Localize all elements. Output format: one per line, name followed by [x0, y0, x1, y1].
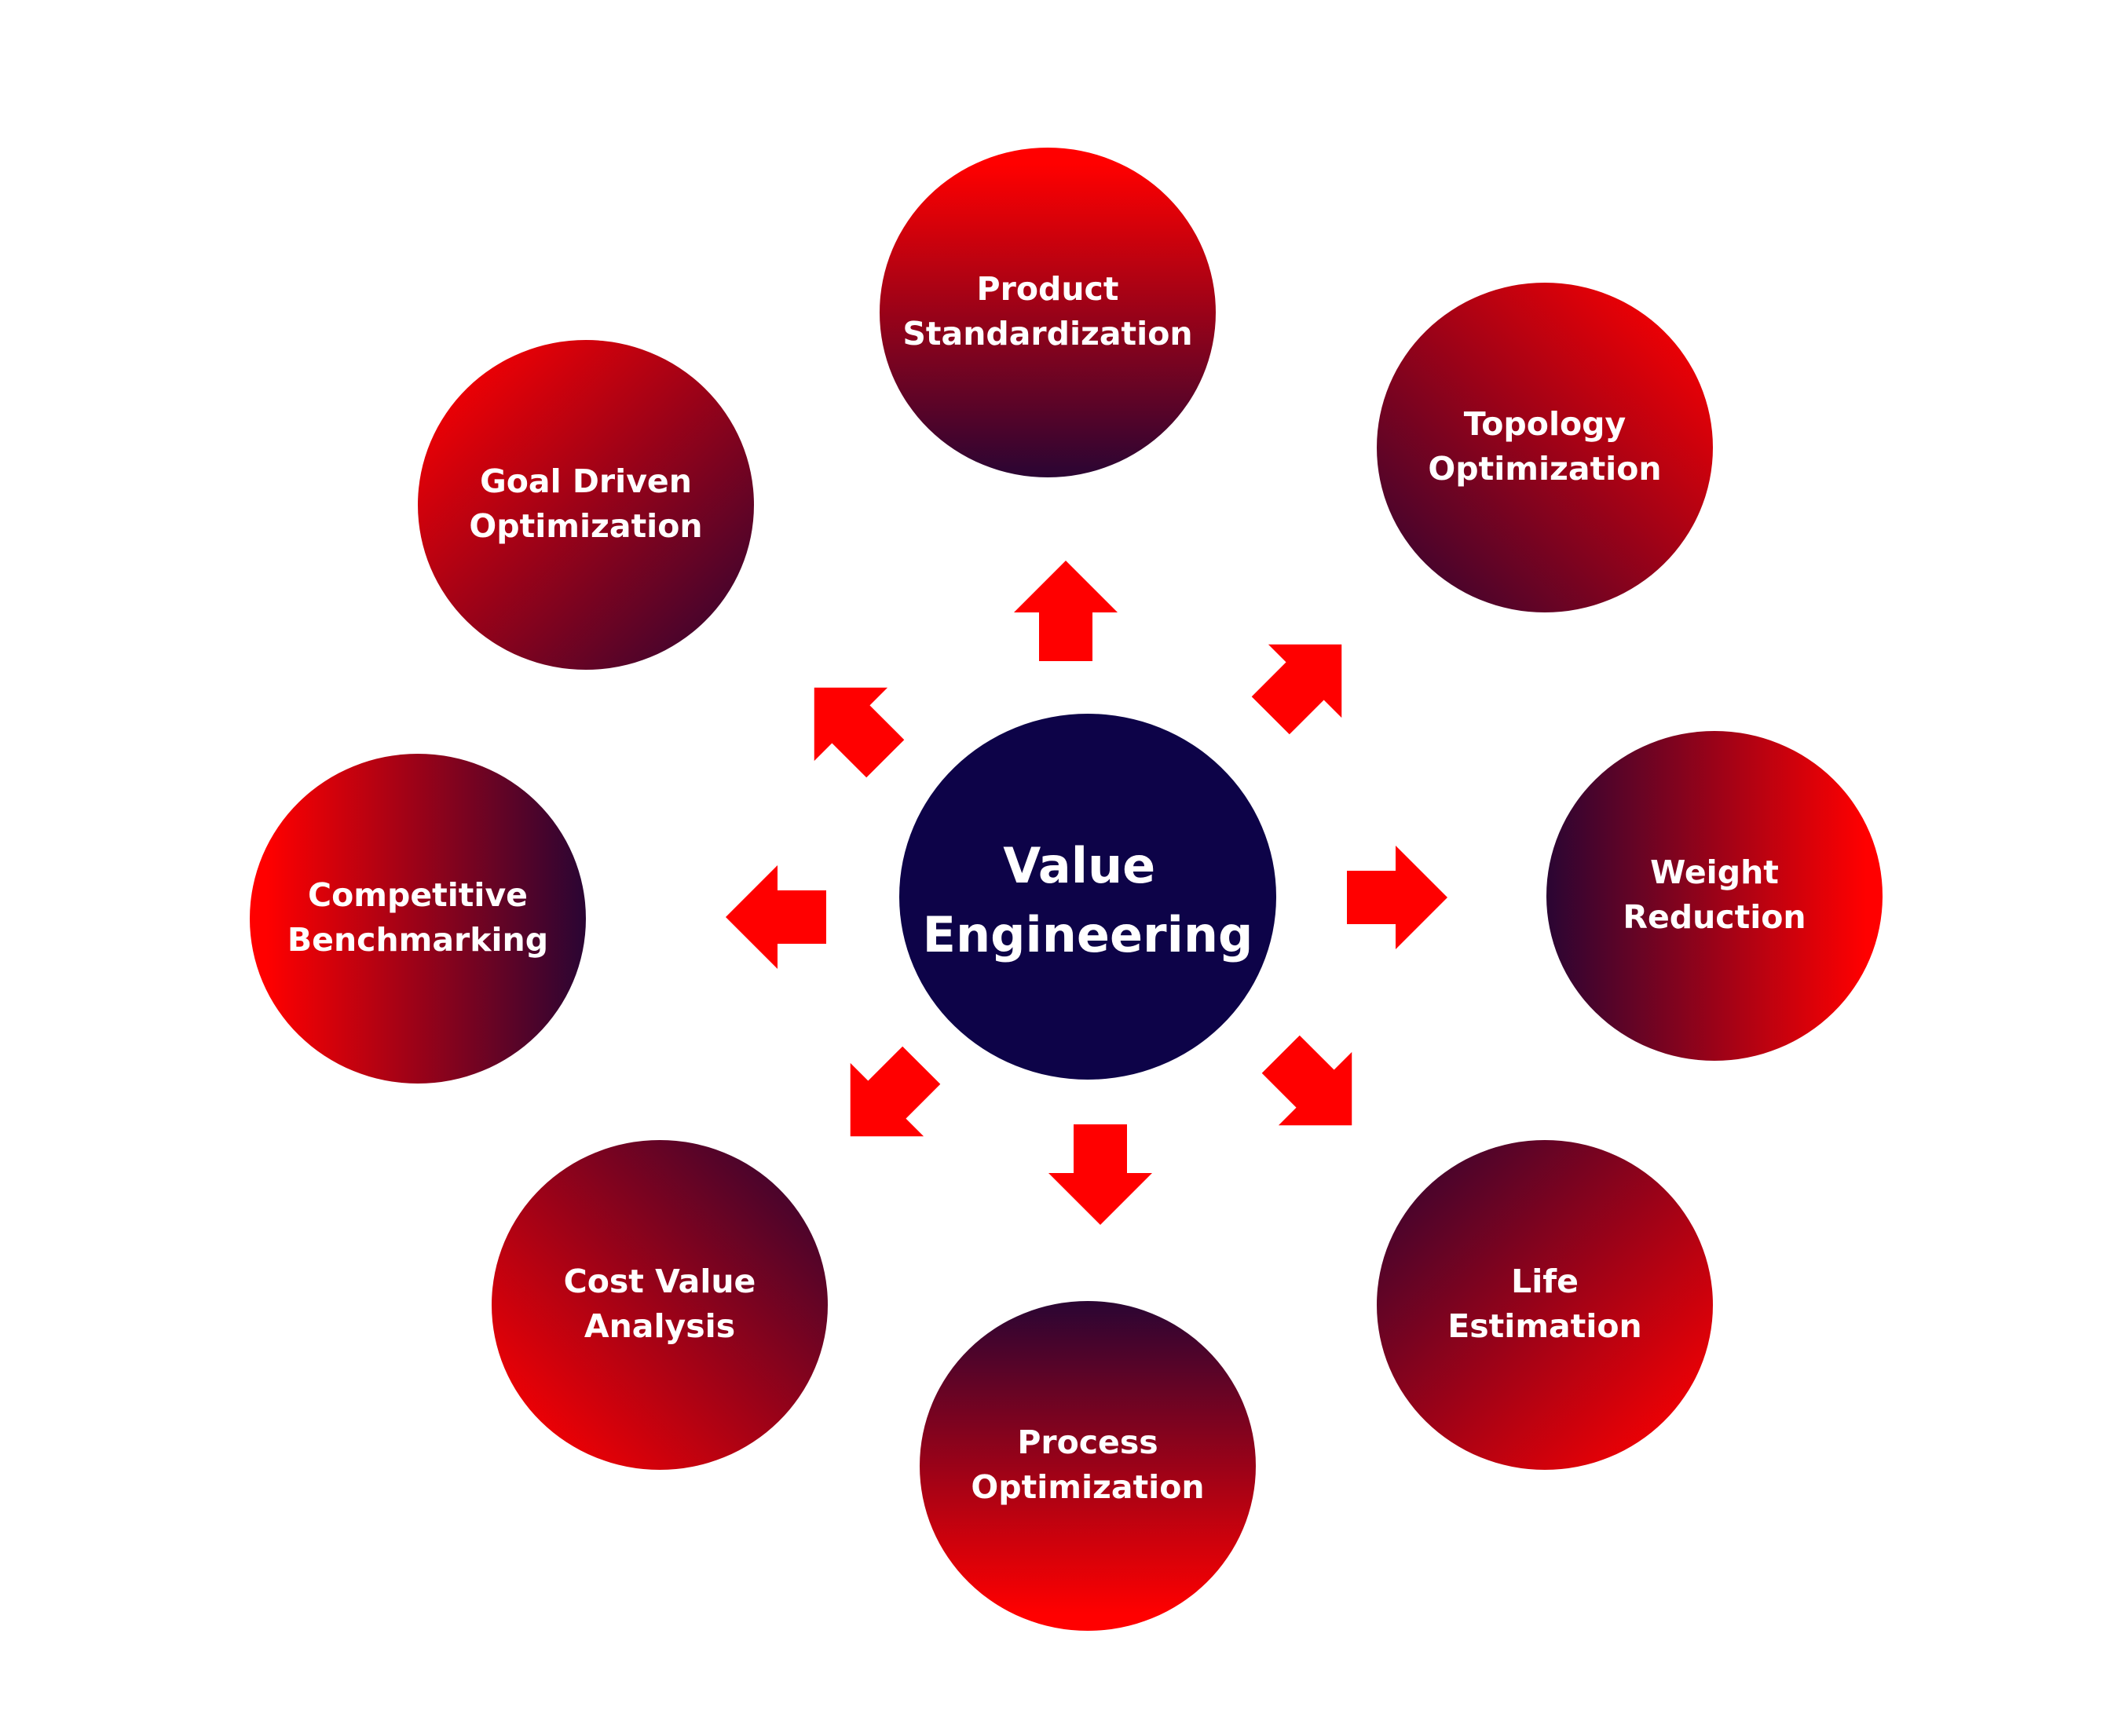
- node-label-line: Product: [977, 270, 1119, 308]
- node-label-line: Goal Driven: [480, 462, 692, 500]
- arrow-to-topology-optimization: [1251, 644, 1342, 735]
- arrow-to-life-estimation: [1261, 1035, 1352, 1126]
- node-label-line: Benchmarking: [287, 921, 548, 959]
- node-label-line: Life: [1511, 1263, 1579, 1300]
- node-label-line: Topology: [1464, 405, 1627, 443]
- arrow-to-goal-driven-optimization: [814, 687, 905, 778]
- arrow-to-cost-value-analysis: [850, 1046, 941, 1137]
- node-circle-life-estimation: [1377, 1140, 1713, 1470]
- node-label-line: Cost Value: [564, 1263, 756, 1300]
- node-label-line: Estimation: [1447, 1307, 1641, 1345]
- node-label-line: Optimization: [971, 1468, 1204, 1506]
- node-label-line: Competitive: [308, 876, 528, 914]
- node-label-line: Process: [1017, 1424, 1158, 1461]
- arrows-group: [726, 561, 1447, 1225]
- center-label-line-1: Value: [1003, 837, 1155, 894]
- arrow-to-weight-reduction: [1347, 846, 1447, 949]
- node-circle-product-standardization: [880, 148, 1216, 477]
- node-circle-weight-reduction: [1546, 731, 1883, 1061]
- node-circle-topology-optimization: [1377, 283, 1713, 612]
- center-label-line-2: Engineering: [923, 906, 1253, 963]
- center-circle: [899, 714, 1276, 1080]
- center-node: Value Engineering: [899, 714, 1276, 1080]
- node-circle-cost-value-analysis: [492, 1140, 828, 1470]
- arrow-to-competitive-benchmarking: [726, 865, 826, 969]
- node-label-line: Reduction: [1623, 898, 1806, 936]
- node-circle-competitive-benchmarking: [250, 754, 586, 1084]
- node-circle-process-optimization: [920, 1301, 1256, 1631]
- node-label-line: Optimization: [469, 507, 702, 545]
- center-label: Value Engineering: [923, 837, 1253, 963]
- arrow-to-product-standardization: [1014, 561, 1118, 661]
- node-label-line: Analysis: [584, 1307, 735, 1345]
- node-circle-goal-driven-optimization: [418, 340, 754, 670]
- node-label-line: Weight: [1650, 853, 1779, 891]
- node-label-line: Optimization: [1428, 450, 1661, 488]
- node-label-line: Standardization: [902, 315, 1192, 353]
- arrow-to-process-optimization: [1048, 1124, 1152, 1225]
